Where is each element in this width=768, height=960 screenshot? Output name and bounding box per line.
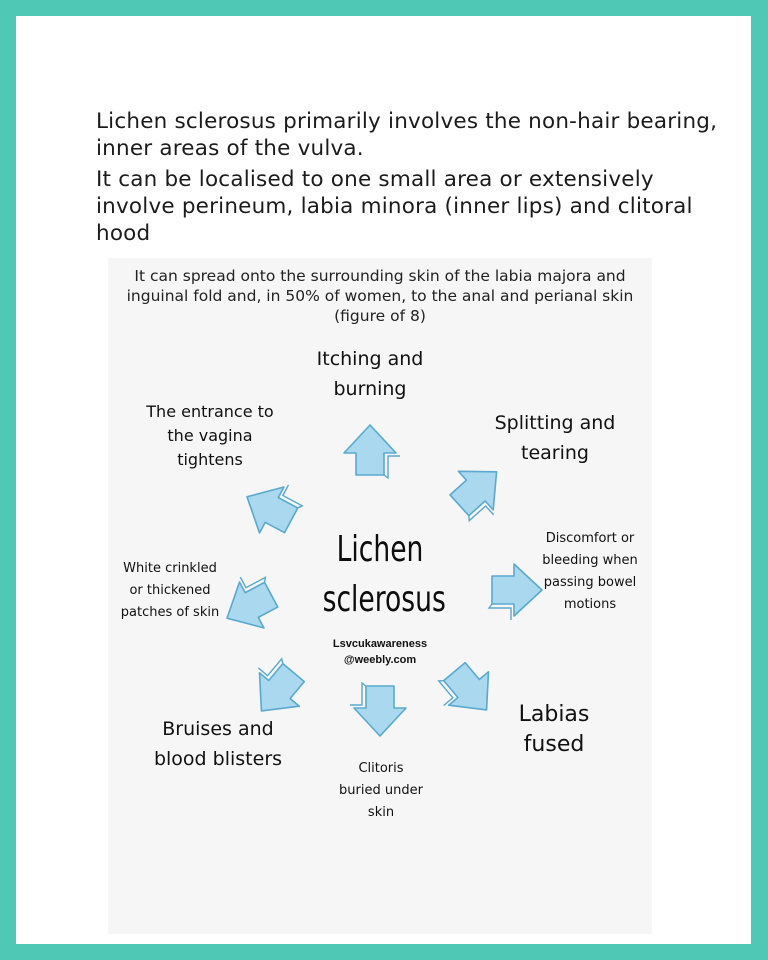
symptom-entrance: The entrance to the vagina tightens	[146, 402, 274, 469]
symptom-white-patches: White crinkled or thickened patches of s…	[120, 561, 220, 620]
symptom-clitoris: Clitoris buried under skin	[339, 761, 423, 820]
website-line-1: Lsvcukawareness	[332, 638, 428, 650]
arrow-right	[488, 563, 543, 621]
arrow-up	[343, 424, 401, 479]
symptom-itching: Itching and burning	[316, 348, 424, 400]
website-line-2: @weebly.com	[343, 654, 417, 666]
arrow-left	[212, 565, 287, 642]
center-title: Lichen sclerosus	[322, 525, 446, 625]
arrow-down	[349, 682, 407, 737]
intro-text: Lichen sclerosus primarily involves the …	[96, 108, 736, 247]
spread-note: It can spread onto the surrounding skin …	[126, 267, 634, 325]
center-title-line-2: sclerosus	[322, 579, 446, 620]
symptom-labias: Labias fused	[518, 702, 590, 757]
website-credit: Lsvcukawareness @weebly.com	[310, 636, 450, 668]
intro-line-2: It can be localised to one small area or…	[96, 167, 693, 246]
symptom-discomfort: Discomfort or bleeding when passing bowe…	[542, 531, 638, 612]
center-title-line-1: Lichen	[336, 529, 424, 570]
intro-line-1: Lichen sclerosus primarily involves the …	[96, 109, 718, 161]
symptom-splitting: Splitting and tearing	[494, 412, 616, 464]
symptom-bruises: Bruises and blood blisters	[153, 718, 283, 770]
diagram-panel	[108, 258, 652, 934]
arrow-upleft	[234, 469, 309, 546]
